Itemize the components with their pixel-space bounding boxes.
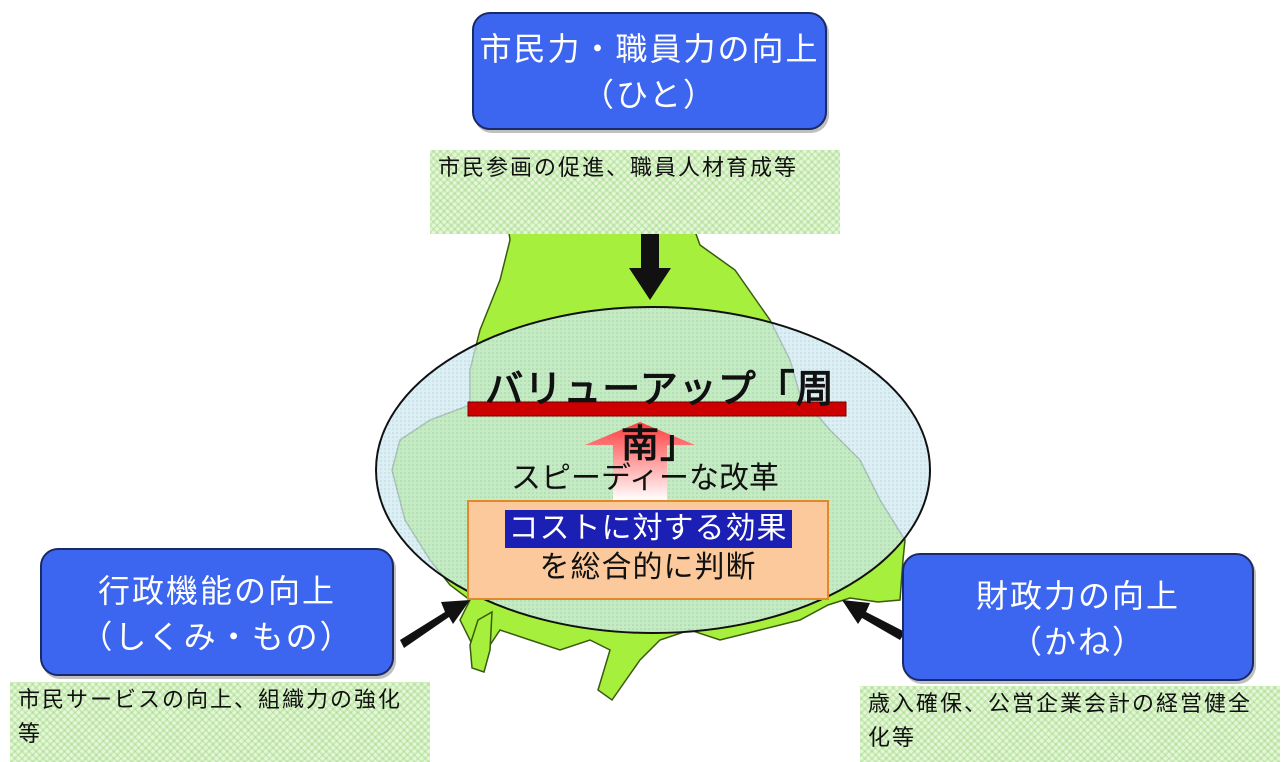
center-title: バリューアップ「周南」 (485, 367, 835, 466)
box-money-line1: 財政力の向上 (975, 577, 1180, 615)
title-red-bar (467, 401, 847, 417)
judge-line2: を総合的に判断 (539, 550, 757, 585)
judge-box: コストに対する効果 を総合的に判断 (467, 500, 829, 600)
box-system-line1: 行政機能の向上 (97, 572, 336, 610)
box-money-line2: （かね） (1009, 623, 1146, 661)
down-arrow-icon (629, 230, 671, 300)
note-people-text: 市民参画の促進、職員人材育成等 (438, 156, 799, 181)
note-system: 市民サービスの向上、組織力の強化等 (10, 682, 430, 762)
diag-arrow-right-icon (842, 600, 905, 640)
box-system: 行政機能の向上 （しくみ・もの） (40, 548, 394, 676)
note-money: 歳入確保、公営企業会計の経営健全化等 (860, 686, 1280, 762)
box-money: 財政力の向上 （かね） (902, 553, 1254, 681)
diag-arrow-left-icon (400, 600, 470, 648)
note-people: 市民参画の促進、職員人材育成等 (430, 150, 840, 234)
box-system-line2: （しくみ・もの） (80, 618, 354, 656)
island (469, 610, 493, 673)
note-system-text: 市民サービスの向上、組織力の強化等 (18, 688, 403, 747)
speedy-reform-label: スピーディーな改革 (511, 461, 779, 496)
note-money-text: 歳入確保、公営企業会計の経営健全化等 (868, 692, 1253, 751)
up-arrow-icon (585, 422, 695, 500)
cost-effect-highlight: コストに対する効果 (504, 510, 792, 548)
box-people-line1: 市民力・職員力の向上 (479, 30, 820, 68)
box-people-line2: （ひと） (581, 76, 718, 114)
box-people: 市民力・職員力の向上 （ひと） (472, 12, 827, 130)
